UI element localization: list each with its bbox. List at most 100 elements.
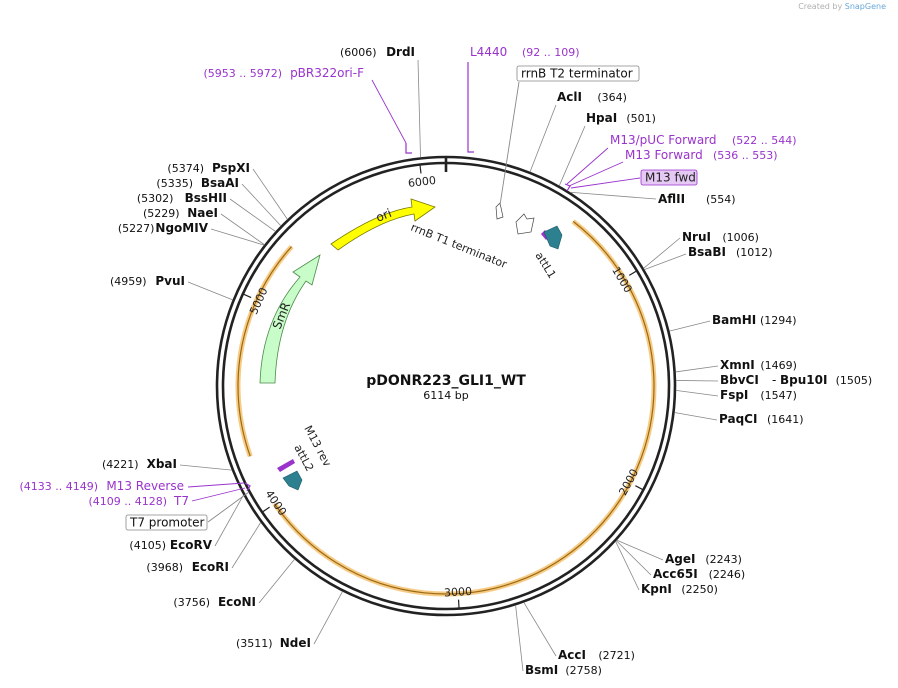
t7-promoter-label: T7 promoter: [129, 516, 205, 530]
site-name-ndei[interactable]: NdeI: [280, 636, 311, 650]
site-pos-kpni: (2250): [681, 583, 718, 596]
site-name-kpni[interactable]: KpnI: [641, 582, 672, 596]
site-pos-pvui: (4959): [110, 275, 147, 288]
site-leader-pvui: [187, 281, 233, 301]
site-leader-bsaai: [241, 183, 282, 227]
site-leader-naei: [220, 213, 265, 246]
site-pos-naei: (5229): [143, 207, 180, 220]
site-pos-nrui: (1006): [722, 231, 759, 244]
smr-region-arc-core: [237, 246, 293, 457]
primer-m13fwd-name[interactable]: M13 Forward: [625, 148, 703, 162]
site-name-ecorv[interactable]: EcoRV: [170, 538, 213, 552]
smr-label: SmR: [270, 300, 293, 331]
t7-promoter-box[interactable]: [125, 514, 208, 531]
rrnb-t1-label: rrnB T1 terminator: [409, 221, 509, 272]
site-separator: -: [772, 373, 776, 387]
site-name-bsaai[interactable]: BsaAI: [201, 176, 239, 190]
site-name-bsabi[interactable]: BsaBI: [688, 245, 726, 259]
ori-label: ori: [374, 206, 394, 225]
site-name-hpai[interactable]: HpaI: [586, 111, 617, 125]
rrnb-t1-arrow: [515, 213, 535, 235]
pbr322-leader: [371, 79, 407, 144]
site-name-ecori[interactable]: EcoRI: [192, 560, 229, 574]
ori-arrow[interactable]: [330, 198, 436, 251]
site-leader-lines: [179, 59, 719, 672]
site-name-pvui[interactable]: PvuI: [155, 274, 185, 288]
site-name-drdi[interactable]: DrdI: [386, 45, 415, 59]
site-pos-bsmi: (2758): [565, 664, 602, 677]
site-name-naei[interactable]: NaeI: [187, 206, 218, 220]
primer-l4440-name[interactable]: L4440: [470, 45, 507, 59]
primer-t7-name[interactable]: T7: [173, 494, 189, 508]
site-leader-kpni: [615, 541, 640, 591]
primer-pbr322-name[interactable]: pBR322ori-F: [290, 66, 364, 80]
site-name-econi[interactable]: EcoNI: [218, 595, 256, 609]
site-leader-fspi: [675, 389, 719, 397]
site-leader-econi: [258, 558, 295, 604]
site-name-bpu10i[interactable]: Bpu10I: [780, 373, 827, 387]
site-leader-drdi: [417, 59, 421, 158]
site-name-bsshii[interactable]: BssHII: [185, 191, 227, 205]
m13-fwd-box-label: M13 fwd: [645, 171, 696, 185]
ruler-label: 3000: [444, 585, 473, 600]
site-pos-econi: (3756): [173, 596, 210, 609]
site-name-bbvci[interactable]: BbvCI: [720, 373, 759, 387]
site-name-pspxi[interactable]: PspXI: [212, 161, 250, 175]
site-name-nrui[interactable]: NruI: [682, 230, 711, 244]
plasmid-name: pDONR223_GLI1_WT: [366, 373, 526, 389]
m13puc-leader: [566, 147, 609, 185]
site-pos-ecori: (3968): [146, 561, 183, 574]
rrnb-t2-box[interactable]: [516, 65, 640, 82]
primer-m13rev-range: (4133 .. 4149): [19, 480, 98, 493]
m13fwd-box-leader: [570, 177, 641, 189]
site-name-acli[interactable]: AclI: [557, 90, 582, 104]
primer-m13puc-name[interactable]: M13/pUC Forward: [610, 133, 717, 147]
site-pos-xbai: (4221): [102, 458, 139, 471]
site-name-bsmi[interactable]: BsmI: [525, 663, 558, 677]
site-pos-bsshii: (5302): [137, 192, 174, 205]
ruler-tick: [262, 506, 270, 513]
ruler-label: 6000: [407, 174, 436, 190]
ruler-tick: [243, 293, 252, 299]
site-leader-acci: [523, 602, 557, 657]
site-name-aflii[interactable]: AflII: [658, 192, 685, 206]
m13-fwd-box-box[interactable]: [640, 169, 698, 186]
site-name-acc65i[interactable]: Acc65I: [653, 567, 698, 581]
site-pos-drdi: (6006): [340, 46, 377, 59]
m13rev-leader: [187, 482, 245, 488]
ruler-label: 4000: [262, 488, 289, 518]
smr-arrow[interactable]: [259, 254, 321, 384]
ruler-tick: [628, 270, 637, 276]
primer-m13rev-name[interactable]: M13 Reverse: [106, 479, 184, 493]
site-leader-nrui: [643, 237, 681, 269]
site-leader-ndei: [313, 591, 343, 645]
site-leader-bsabi: [644, 253, 687, 270]
site-name-fspi[interactable]: FspI: [720, 388, 748, 402]
site-leader-acli: [529, 104, 557, 173]
site-pos-fspi: (1547): [760, 389, 797, 402]
rrnb-t2-arrow: [495, 202, 504, 220]
attl2-arrow[interactable]: [282, 470, 303, 491]
snapgene-brand: SnapGene: [844, 2, 886, 11]
site-pos-ngomiv: (5227): [118, 222, 155, 235]
site-name-acci[interactable]: AccI: [558, 648, 586, 662]
site-name-xbai[interactable]: XbaI: [147, 457, 177, 471]
m13fwd-leader: [568, 161, 624, 187]
site-name-paqci[interactable]: PaqCI: [719, 412, 757, 426]
site-leader-ecorv: [214, 494, 244, 547]
site-name-bamhi[interactable]: BamHI: [712, 313, 756, 327]
site-pos-acc65i: (2246): [709, 568, 746, 581]
site-leader-paqci: [674, 412, 718, 421]
ruler-label: 2000: [616, 467, 641, 498]
site-name-ngomiv[interactable]: NgoMIV: [155, 221, 208, 235]
attl1-arrow[interactable]: [543, 225, 563, 250]
site-leader-acc65i: [615, 540, 652, 576]
primer-m13puc-range: (522 .. 544): [732, 134, 797, 147]
site-name-agei[interactable]: AgeI: [665, 552, 695, 566]
site-name-xmni[interactable]: XmnI: [720, 358, 755, 372]
site-leader-xmni: [675, 365, 719, 373]
t7-promoter-leader: [207, 491, 250, 523]
site-pos-acli: (364): [597, 91, 627, 104]
site-leader-ngomiv: [210, 228, 265, 246]
